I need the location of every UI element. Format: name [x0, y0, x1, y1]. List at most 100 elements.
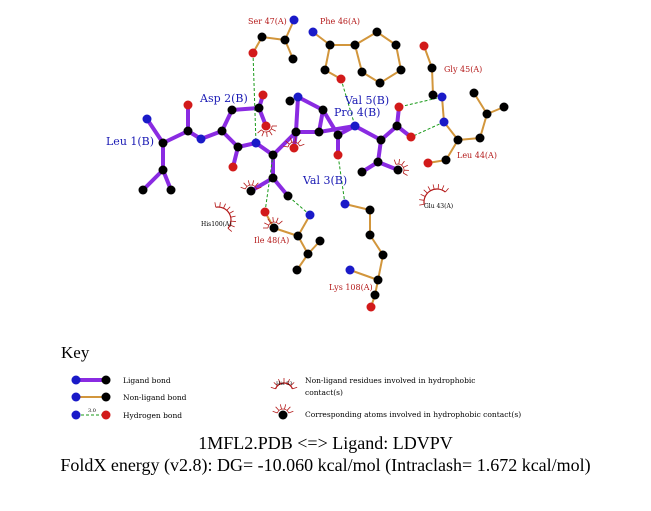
carbon-atom: [318, 105, 328, 115]
carbon-atom: [303, 249, 313, 259]
ligand-bond: [294, 95, 300, 134]
hydrophobic-spike: [254, 182, 259, 187]
hydrophobic-spike: [279, 404, 282, 410]
carbon-atom: [428, 90, 438, 100]
carbon-atom: [291, 127, 301, 137]
key-atom-arc: [272, 404, 294, 414]
oxygen-atom: [248, 48, 258, 58]
key-hbond-atom-o: [101, 410, 111, 420]
carbon-atom: [378, 250, 388, 260]
carbon-atom: [469, 88, 479, 98]
carbon-atom: [268, 150, 278, 160]
hydrophobic-atom-contact: [283, 137, 305, 148]
nonligand-bond: [349, 269, 379, 281]
carbon-atom: [269, 223, 279, 233]
oxygen-atom: [366, 302, 376, 312]
hydrophobic-spike: [266, 131, 268, 137]
hydrophobic-spike: [257, 129, 262, 134]
carbon-atom: [373, 275, 383, 285]
key-hydrophobic-atom-icon: [272, 404, 294, 420]
hydrophobic-spike: [297, 139, 302, 144]
hydrophobic-spike: [289, 137, 293, 143]
hydrophobic-spike: [286, 406, 291, 411]
carbon-atom: [396, 65, 406, 75]
hydrophobic-spike: [269, 130, 273, 136]
residue-label-phe46: Phe 46(A): [320, 17, 360, 26]
carbon-atom: [280, 35, 290, 45]
carbon-atom: [166, 185, 176, 195]
hydrophobic-spike: [427, 186, 431, 191]
key-corresponding-atoms-label: Corresponding atoms involved in hydropho…: [305, 410, 521, 419]
nitrogen-atom: [142, 114, 152, 124]
nonligand-bond: [354, 44, 363, 73]
hydrophobic-spike: [226, 206, 231, 211]
hydrophobic-spike: [261, 131, 265, 137]
hydrophobic-spike: [284, 404, 287, 410]
nonligand-bond: [431, 67, 434, 96]
hydrophobic-spike: [270, 386, 276, 390]
nitrogen-atom: [196, 134, 206, 144]
hydrophobic-spike: [271, 128, 276, 132]
key-nonligand-hydrophobic-line2: contact(s): [305, 388, 343, 397]
hydrophobic-spike: [294, 137, 297, 143]
nitrogen-atom: [305, 210, 315, 220]
nitrogen-atom: [293, 92, 303, 102]
ligand-bond: [317, 124, 357, 134]
key-ligand-bond-atom-n: [71, 375, 81, 385]
hydrophobic-spike: [419, 199, 425, 201]
hydrophobic-spike: [393, 159, 397, 165]
carbon-atom: [254, 103, 264, 113]
carbon-atom: [373, 157, 383, 167]
hydrophobic-spike: [445, 187, 449, 193]
hydrogen-bond: [252, 52, 257, 144]
hydrophobic-spike: [278, 378, 281, 384]
nitrogen-atom: [439, 117, 449, 127]
carbon-atom: [453, 135, 463, 145]
hydrophobic-spike: [292, 386, 298, 390]
carbon-atom: [293, 231, 303, 241]
hydrogen-bond: [264, 154, 274, 213]
carbon-atom: [283, 191, 293, 201]
hydrophobic-residue-his100: [214, 202, 236, 232]
hydrophobic-spike: [229, 210, 234, 214]
carbon-atom: [246, 186, 256, 196]
key-carbon-atom: [278, 410, 288, 420]
hydrophobic-atom-contact: [263, 217, 283, 229]
hydrophobic-spike: [267, 218, 271, 224]
carbon-atom: [285, 96, 295, 106]
carbon-atom: [314, 127, 324, 137]
carbon-atom: [427, 63, 437, 73]
hydrophobic-arc: [423, 188, 446, 205]
hydrophobic-spike: [275, 406, 280, 411]
hydrophobic-atom-contact: [240, 180, 262, 190]
carbon-atom: [499, 102, 509, 112]
hydrophobic-contacts: [214, 125, 449, 232]
carbon-atom: [357, 67, 367, 77]
hydrophobic-spike: [432, 184, 435, 190]
carbon-atom: [357, 167, 367, 177]
ligand-bond: [296, 95, 325, 112]
hydrophobic-arc: [267, 221, 279, 229]
residue-label-leu44: Leu 44(A): [457, 151, 497, 160]
hydrophobic-spike: [272, 410, 278, 414]
hydrophobic-spike: [247, 180, 250, 186]
key-hbond-label: Hydrogen bond: [123, 411, 182, 420]
oxygen-atom: [333, 150, 343, 160]
hydrophobic-spike: [227, 228, 233, 232]
key-nonligand-bond-atom-c: [101, 392, 111, 402]
carbon-atom: [441, 155, 451, 165]
atoms: [138, 15, 509, 312]
hydrogen-bond: [410, 121, 445, 138]
hydrophobic-spike: [243, 182, 248, 187]
hydrophobic-spike: [214, 202, 217, 208]
hydrophobic-label-his100: His100(A): [201, 221, 232, 228]
ligand-bond: [145, 117, 165, 145]
carbon-atom: [233, 142, 243, 152]
ligand-label-val5: Val 5(B): [344, 94, 389, 107]
ligand-bond: [161, 129, 190, 145]
nitrogen-atom: [289, 15, 299, 25]
hydrophobic-spike: [285, 140, 290, 145]
carbon-atom: [391, 40, 401, 50]
hydrophobic-spike: [240, 186, 246, 190]
carbon-atom: [370, 290, 380, 300]
